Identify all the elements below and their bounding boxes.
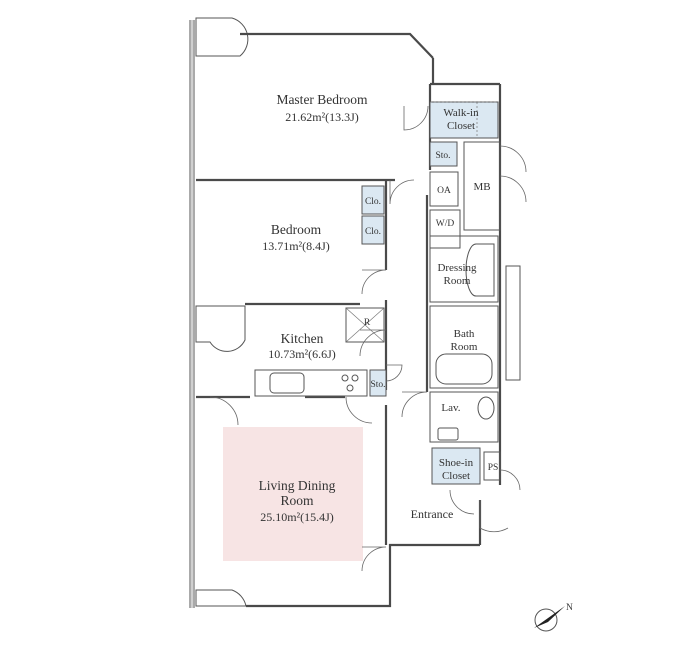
storage-upper-label: Sto. (435, 151, 450, 161)
bedroom-name: Bedroom (271, 222, 322, 237)
dressing-room-line1: Dressing (437, 262, 477, 274)
shoe-in-closet-box (431, 447, 481, 485)
walk-in-closet-line2: Closet (447, 120, 475, 132)
dressing-basin (465, 243, 495, 297)
mb-box (463, 141, 501, 231)
shoe-in-closet-line1: Shoe-in (439, 457, 474, 469)
bath-room-box (429, 305, 499, 389)
bathtub (435, 353, 493, 385)
doors (209, 105, 527, 572)
storage-kitchen-label: Sto. (370, 380, 385, 390)
living-dining-line2: Room (280, 493, 314, 508)
column-bottom (195, 589, 247, 607)
lavatory-sink (437, 427, 459, 441)
master-bedroom-area: 21.62m²(13.3J) (285, 110, 359, 124)
bath-room-line2: Room (451, 341, 478, 353)
washer-dryer-label: W/D (436, 219, 455, 229)
closet-2-label: Clo. (365, 227, 381, 237)
closet-1-label: Clo. (365, 197, 381, 207)
column-top (195, 17, 249, 57)
window-facade (189, 20, 195, 608)
walk-in-closet-line1: Walk-in (443, 107, 479, 119)
living-dining-line1: Living Dining (259, 478, 336, 493)
closet-2-box (361, 215, 385, 245)
kitchen-sink (269, 372, 305, 394)
oa-box (429, 171, 459, 207)
dressing-room-box (429, 235, 499, 303)
cooktop-burner-2 (351, 374, 359, 382)
column-mid (195, 305, 246, 352)
entrance-label: Entrance (411, 507, 454, 521)
lavatory-box (429, 391, 499, 443)
oa-label: OA (437, 186, 451, 196)
compass-needle-icon (534, 606, 565, 628)
cooktop-burner-1 (341, 374, 349, 382)
bath-room-line1: Bath (454, 328, 475, 340)
lavatory-label: Lav. (441, 402, 460, 414)
pipe-space-box (483, 451, 501, 481)
master-bedroom-name: Master Bedroom (276, 92, 368, 107)
refrigerator-box (345, 307, 385, 343)
pipe-space-label: PS (488, 463, 499, 473)
compass-ring (534, 608, 558, 632)
kitchen-area: 10.73m²(6.6J) (268, 347, 336, 361)
washer-dryer-box (429, 209, 461, 249)
right-window (505, 265, 521, 381)
dressing-room-line2: Room (444, 275, 471, 287)
storage-upper-box (429, 141, 458, 167)
living-dining-area: 25.10m²(15.4J) (260, 510, 334, 524)
cooktop-burner-3 (346, 384, 354, 392)
closet-1-box (361, 185, 385, 215)
shoe-in-closet-line2: Closet (442, 470, 470, 482)
mb-label: MB (473, 181, 490, 193)
living-dining-highlight (223, 427, 363, 561)
kitchen-name: Kitchen (281, 331, 324, 346)
kitchen-counter (254, 369, 368, 397)
storage-kitchen-box (369, 369, 387, 397)
compass: N (534, 603, 573, 632)
compass-label: N (566, 603, 573, 613)
bedroom-area: 13.71m²(8.4J) (262, 239, 330, 253)
refrigerator-label: R (364, 318, 371, 328)
toilet (477, 396, 495, 420)
